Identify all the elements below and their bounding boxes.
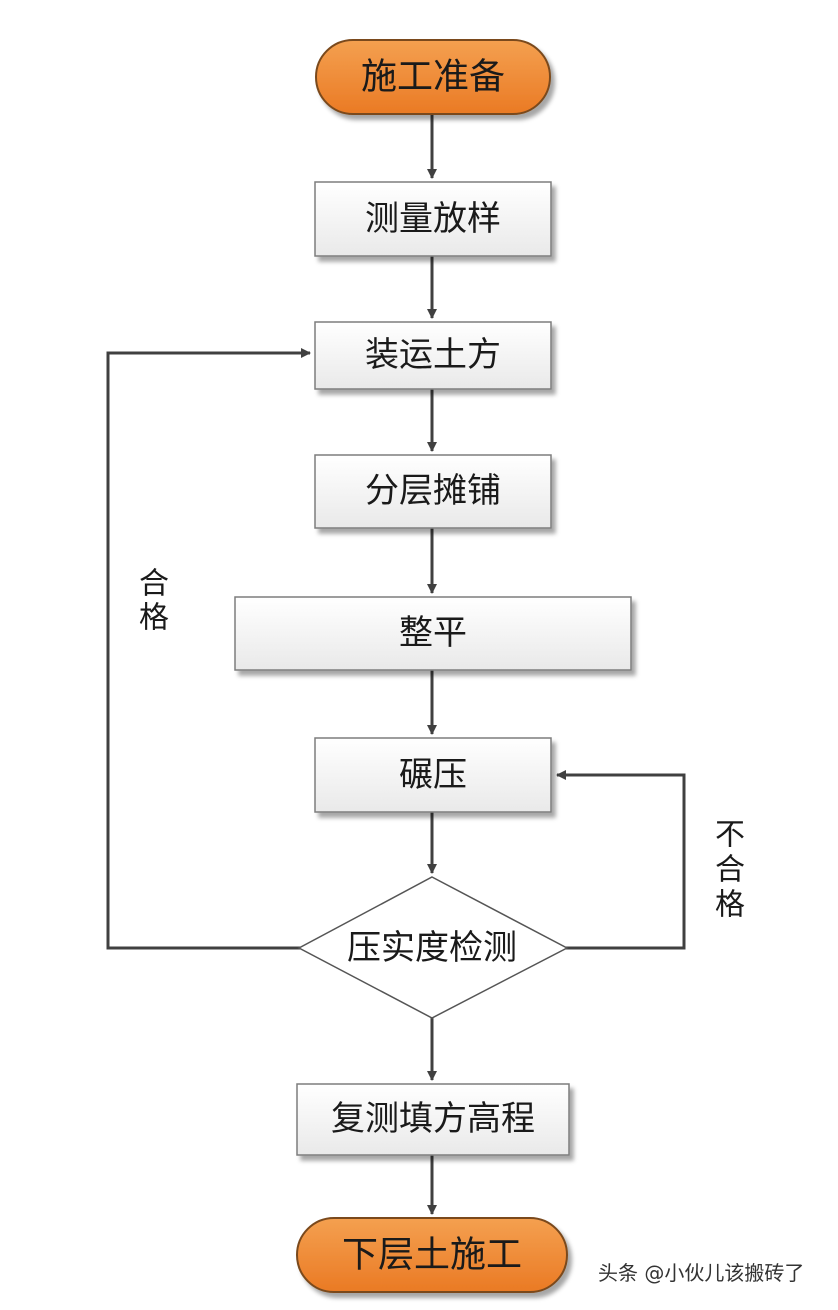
- fail-label-char-3: 格: [715, 888, 745, 923]
- fail-label-char-2: 合: [715, 853, 745, 888]
- load-label: 装运土方: [365, 335, 501, 375]
- watermark: 头条 @小伙儿该搬砖了: [598, 1261, 804, 1285]
- step-load: 装运土方: [314, 321, 552, 390]
- start-label: 施工准备: [361, 57, 505, 98]
- step-level: 整平: [234, 596, 632, 671]
- step-survey: 测量放样: [314, 181, 552, 257]
- spread-label: 分层摊铺: [365, 471, 501, 511]
- step-resurvey: 复测填方高程: [296, 1083, 570, 1156]
- fail-label-char-1: 不: [715, 818, 745, 853]
- level-label: 整平: [399, 613, 467, 653]
- compact-label: 碾压: [399, 755, 467, 795]
- decision-check: 压实度检测: [297, 876, 569, 1019]
- step-spread: 分层摊铺: [314, 454, 552, 529]
- fail-label: 不 合 格: [715, 818, 745, 923]
- end-label: 下层土施工: [342, 1235, 522, 1276]
- connectors: [106, 114, 686, 1215]
- pass-label-char-1: 合: [139, 567, 169, 602]
- check-label: 压实度检测: [347, 928, 517, 968]
- pass-label-char-2: 格: [139, 601, 169, 636]
- end-terminal: 下层土施工: [296, 1217, 568, 1293]
- resurvey-label: 复测填方高程: [331, 1099, 535, 1139]
- survey-label: 测量放样: [365, 199, 501, 239]
- start-terminal: 施工准备: [315, 39, 551, 115]
- loop-pass-to-load: [106, 348, 311, 950]
- pass-label: 合 格: [139, 567, 169, 636]
- loop-fail-to-compact: [556, 770, 686, 950]
- step-compact: 碾压: [314, 737, 552, 813]
